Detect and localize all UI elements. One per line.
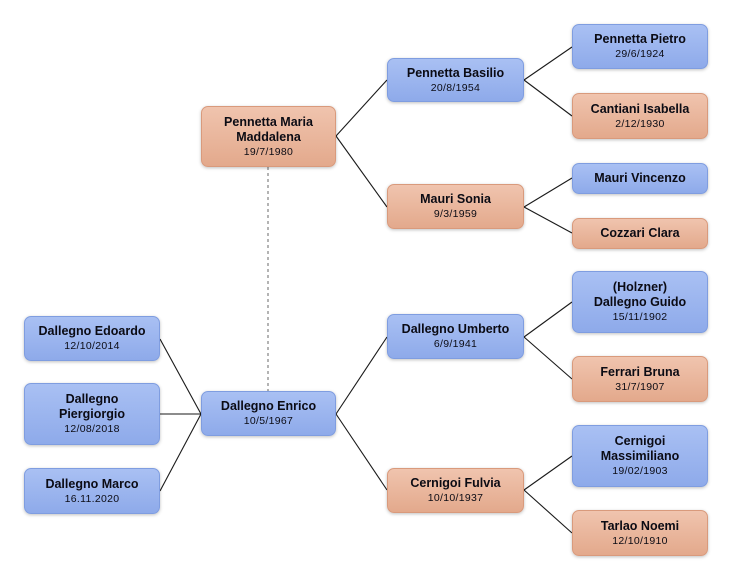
- person-date: 16.11.2020: [64, 492, 120, 505]
- person-name: Massimiliano: [600, 449, 680, 463]
- connector-line: [523, 336, 573, 380]
- person-date: 10/5/1967: [243, 415, 294, 427]
- person-date: 19/02/1903: [612, 465, 668, 477]
- person-tarlao-noemi[interactable]: Tarlao Noemi 12/10/1910: [572, 510, 708, 556]
- person-pennetta-pietro[interactable]: Pennetta Pietro 29/6/1924: [572, 24, 708, 69]
- person-name: Dallegno Enrico: [220, 399, 317, 413]
- person-ferrari-bruna[interactable]: Ferrari Bruna 31/7/1907: [572, 356, 708, 402]
- person-pennetta-basilio[interactable]: Pennetta Basilio 20/8/1954: [387, 58, 524, 102]
- person-dallegno-marco[interactable]: Dallegno Marco 16.11.2020: [24, 468, 160, 514]
- connector-line: [159, 338, 202, 415]
- person-name: Pennetta Basilio: [406, 65, 505, 80]
- connector-line: [335, 135, 388, 208]
- person-name: Dallegno Marco: [45, 476, 139, 491]
- person-dallegno-enrico[interactable]: Dallegno Enrico 10/5/1967: [201, 391, 336, 436]
- person-name: Piergiorgio: [59, 407, 125, 421]
- person-name: Dallegno Edoardo: [38, 324, 146, 338]
- person-name: Cernigoi: [614, 434, 666, 448]
- person-name: Mauri Sonia: [420, 192, 491, 206]
- connector-line: [335, 336, 388, 415]
- person-date: 9/3/1959: [433, 208, 478, 220]
- connector-line: [523, 489, 573, 534]
- person-name: Cernigoi Fulvia: [410, 476, 501, 490]
- person-name: Cozzari Clara: [600, 226, 680, 240]
- person-dallegno-edoardo[interactable]: Dallegno Edoardo 12/10/2014: [24, 316, 160, 361]
- person-name: Pennetta Pietro: [594, 32, 686, 46]
- person-date: 12/10/2014: [64, 340, 120, 352]
- person-name: Pennetta Maria: [224, 114, 313, 129]
- person-name: Dallegno Umberto: [401, 322, 510, 336]
- person-date: 19/7/1980: [243, 145, 294, 158]
- person-mauri-sonia[interactable]: Mauri Sonia 9/3/1959: [387, 184, 524, 229]
- connector-line: [523, 79, 573, 117]
- person-dallegno-umberto[interactable]: Dallegno Umberto 6/9/1941: [387, 314, 524, 359]
- person-date: 31/7/1907: [615, 380, 665, 393]
- person-date: 20/8/1954: [430, 81, 481, 94]
- person-name: Cantiani Isabella: [590, 101, 690, 116]
- person-pennetta-maria-maddalena[interactable]: Pennetta Maria Maddalena 19/7/1980: [201, 106, 336, 167]
- person-name: (Holzner): [612, 280, 668, 294]
- person-date: 2/12/1930: [615, 117, 665, 130]
- person-name: Dallegno: [65, 392, 119, 406]
- connector-line: [523, 455, 573, 491]
- connector-line: [523, 177, 573, 208]
- person-cernigoi-fulvia[interactable]: Cernigoi Fulvia 10/10/1937: [387, 468, 524, 513]
- person-date: 15/11/1902: [612, 311, 668, 323]
- person-date: 6/9/1941: [433, 338, 478, 350]
- person-name: Dallegno Guido: [593, 295, 687, 309]
- person-cozzari-clara[interactable]: Cozzari Clara: [572, 218, 708, 249]
- person-dallegno-guido[interactable]: (Holzner) Dallegno Guido 15/11/1902: [572, 271, 708, 333]
- connector-line: [523, 301, 573, 338]
- person-mauri-vincenzo[interactable]: Mauri Vincenzo: [572, 163, 708, 194]
- person-date: 10/10/1937: [427, 492, 484, 504]
- person-name: Mauri Vincenzo: [594, 171, 686, 185]
- connector-line: [335, 413, 388, 491]
- person-date: 29/6/1924: [615, 48, 665, 60]
- person-cantiani-isabella[interactable]: Cantiani Isabella 2/12/1930: [572, 93, 708, 139]
- person-cernigoi-massimiliano[interactable]: Cernigoi Massimiliano 19/02/1903: [572, 425, 708, 487]
- connector-line: [523, 46, 573, 81]
- person-date: 12/08/2018: [64, 423, 120, 435]
- connector-line: [523, 206, 573, 234]
- connector-line: [335, 79, 388, 137]
- person-date: 12/10/1910: [612, 534, 668, 547]
- person-name: Tarlao Noemi: [600, 518, 680, 533]
- person-name: Maddalena: [236, 129, 301, 144]
- connector-line: [159, 413, 202, 492]
- person-dallegno-piergiorgio[interactable]: Dallegno Piergiorgio 12/08/2018: [24, 383, 160, 445]
- person-name: Ferrari Bruna: [600, 364, 680, 379]
